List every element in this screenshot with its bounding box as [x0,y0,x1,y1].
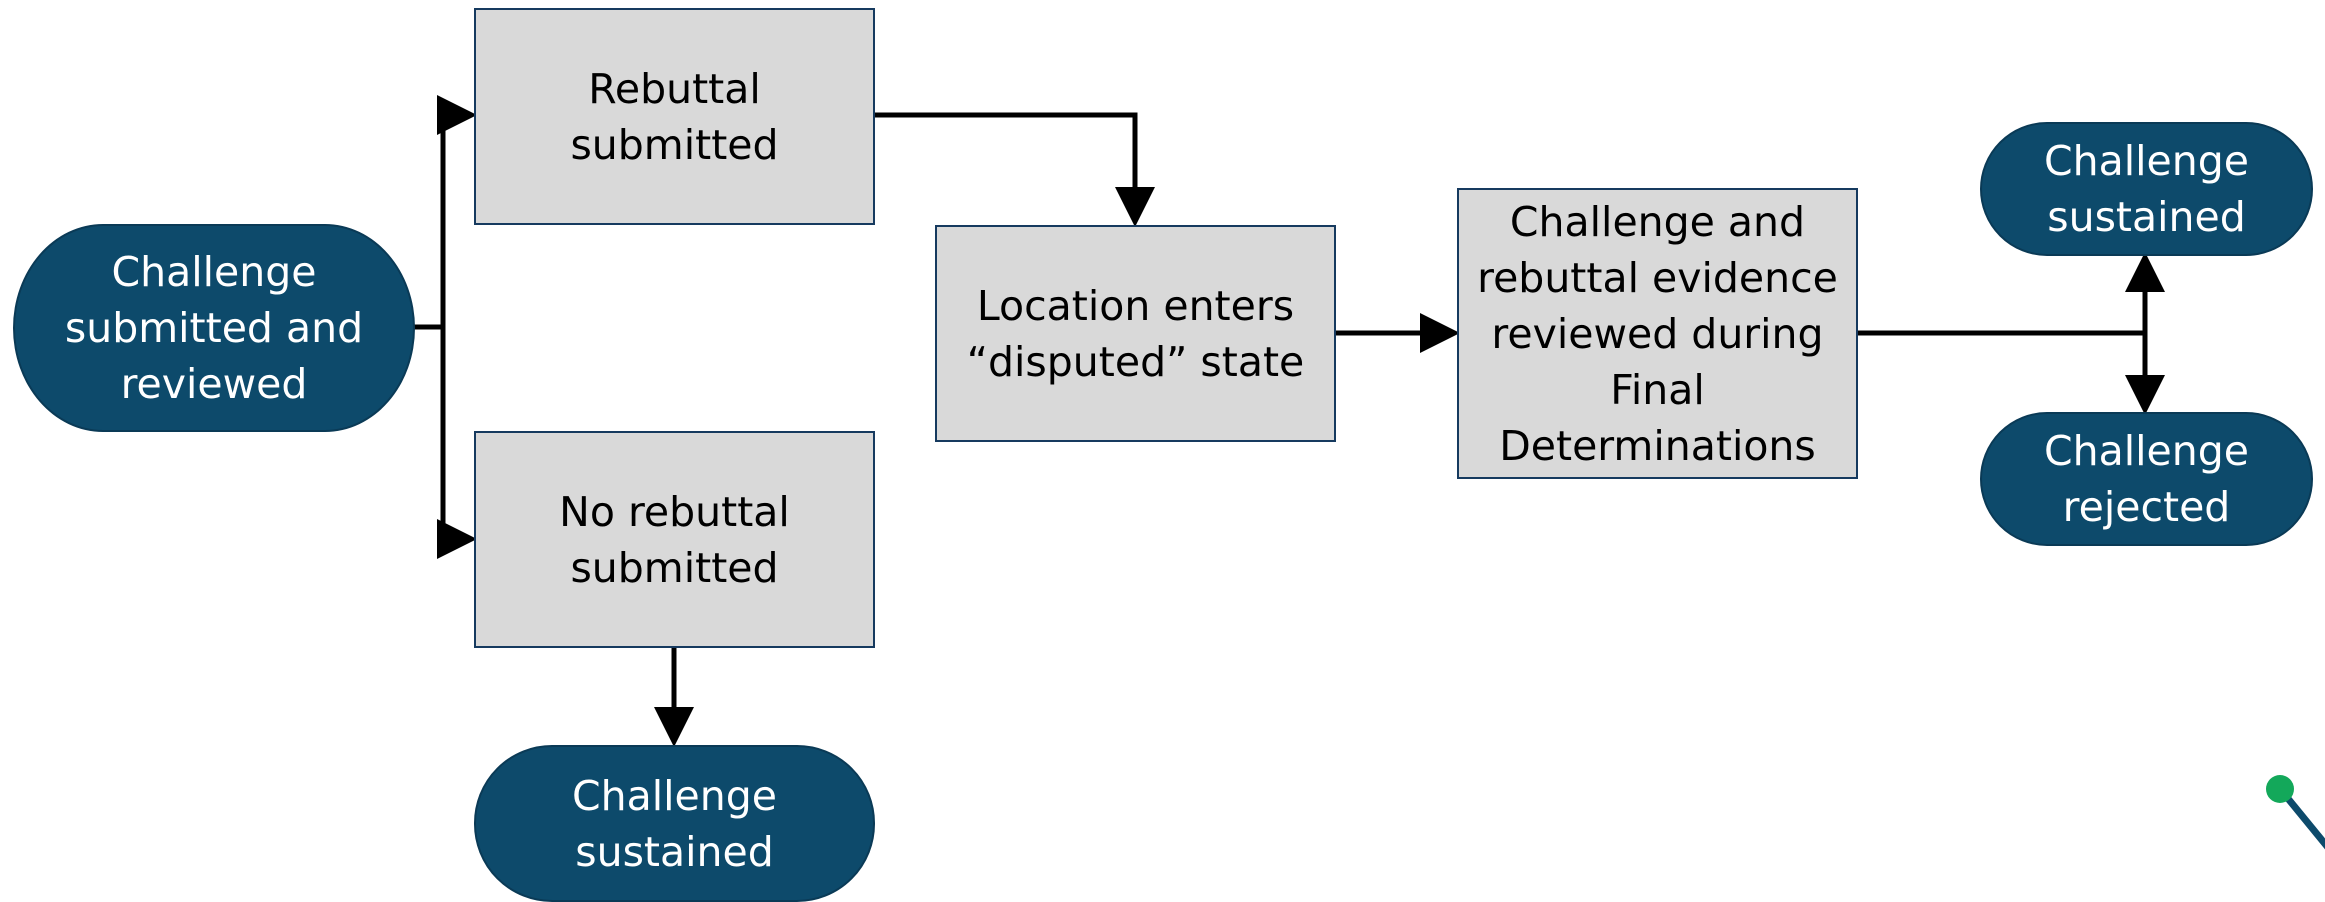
node-location-disputed: Location enters “disputed” state [935,225,1336,442]
node-challenge-sustained-right: Challenge sustained [1980,122,2313,256]
corner-line [2278,787,2325,850]
node-no-rebuttal-submitted: No rebuttal submitted [474,431,875,648]
connector-split-to-rebuttal [437,95,477,327]
connector-split-to-no-rebuttal [437,327,477,559]
node-rebuttal-submitted: Rebuttal submitted [474,8,875,225]
node-challenge-submitted: Challenge submitted and reviewed [13,224,415,432]
corner-dot-icon [2266,775,2294,803]
connector-rebuttal-to-disputed [874,112,1155,227]
node-final-determinations: Challenge and rebuttal evidence reviewed… [1457,188,1858,479]
node-challenge-sustained-bottom: Challenge sustained [474,745,875,902]
node-challenge-rejected: Challenge rejected [1980,412,2313,546]
